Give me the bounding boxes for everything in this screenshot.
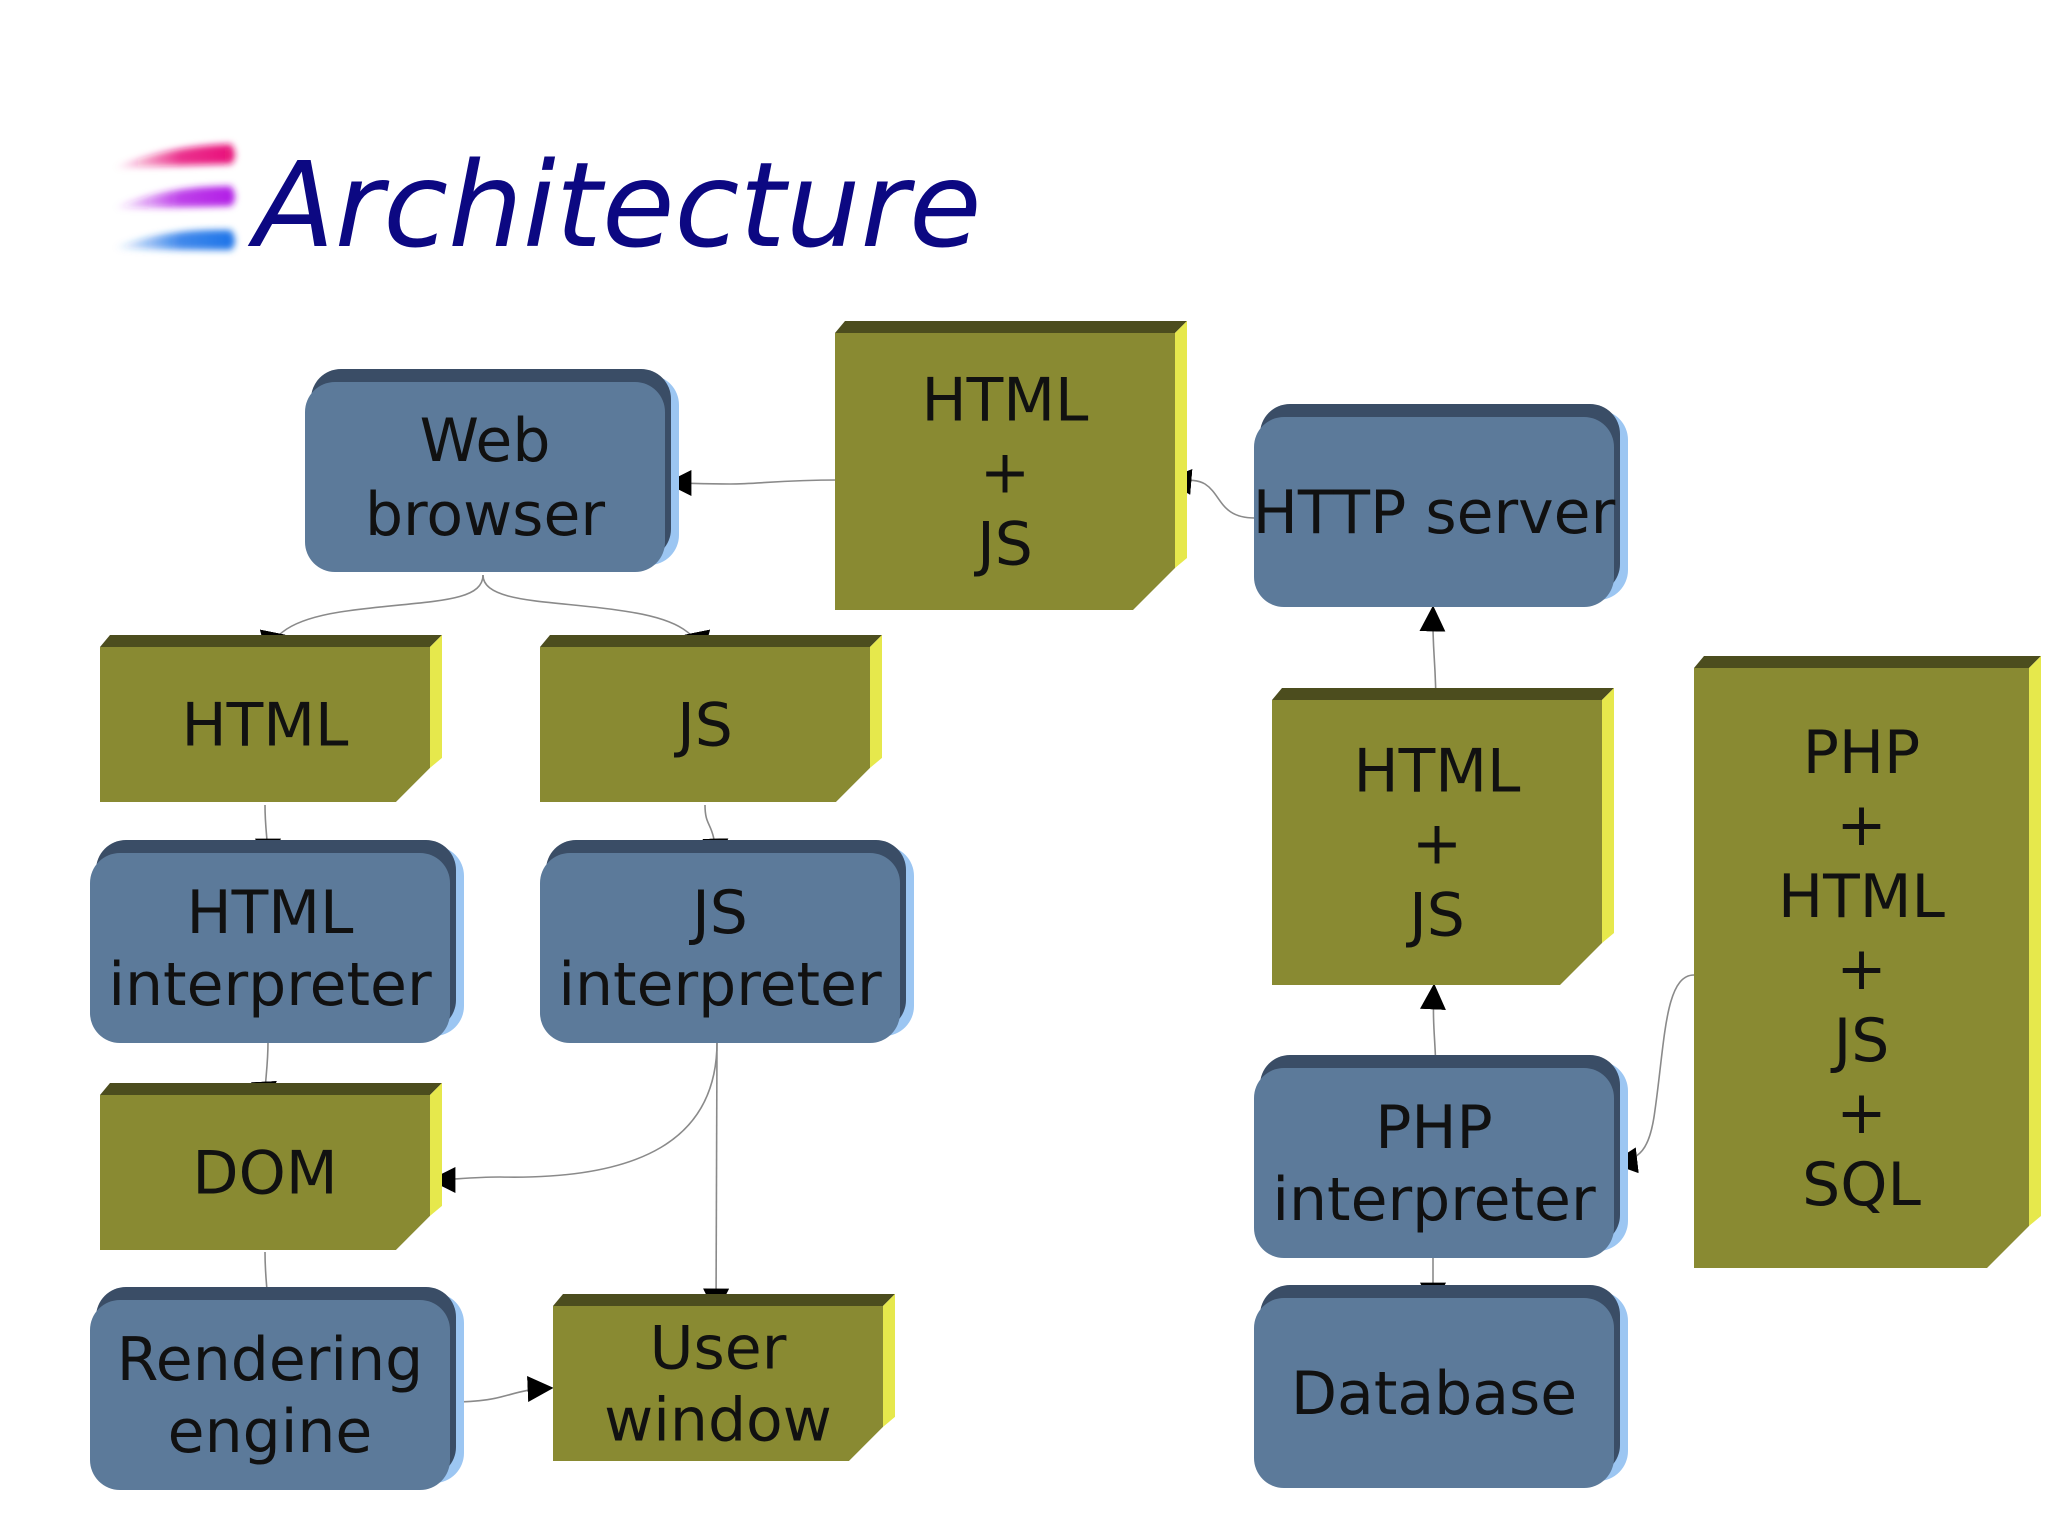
php-bundle-label-line: HTML: [1778, 862, 1946, 932]
rendering-engine-label-line: Rendering: [117, 1325, 423, 1395]
dom-label-line: DOM: [192, 1139, 337, 1209]
arrow-jsinterp-to-dom: [429, 1041, 718, 1193]
rendering-engine-label-line: engine: [168, 1397, 373, 1467]
js-interpreter-label-line: interpreter: [558, 950, 882, 1020]
web-browser-label-line: browser: [365, 480, 605, 550]
php-bundle-label-line: PHP: [1803, 718, 1920, 788]
node-html-js-top: HTML+JS: [835, 321, 1187, 610]
slide-title: Architecture: [254, 136, 982, 274]
arrow-htmljs-to-browser: [665, 470, 839, 497]
node-http-server: HTTP server: [1253, 404, 1628, 607]
html-js-mid-label-line: JS: [1405, 881, 1465, 951]
title-bullet-logo: [113, 144, 235, 250]
php-interpreter-label-line: PHP: [1375, 1093, 1492, 1163]
user-window-label-line: window: [604, 1386, 832, 1456]
php-interpreter-label-line: interpreter: [1272, 1165, 1596, 1235]
php-bundle-label-line: +: [1836, 790, 1886, 860]
arrow-phpbundle-to-phpinterp: [1611, 974, 1695, 1174]
user-window-label-line: User: [650, 1314, 787, 1384]
php-bundle-label-line: +: [1836, 934, 1886, 1004]
php-bundle-label-line: +: [1836, 1078, 1886, 1148]
html-js-top-label-line: HTML: [922, 366, 1090, 436]
node-html-doc: HTML: [100, 635, 442, 802]
html-doc-label-line: HTML: [182, 691, 350, 761]
js-interpreter-label-line: JS: [688, 878, 748, 948]
node-dom: DOM: [100, 1083, 442, 1250]
html-js-top-label-line: +: [980, 438, 1030, 508]
web-browser-label-line: Web: [420, 406, 551, 476]
html-js-top-label-line: JS: [973, 510, 1033, 580]
js-doc-label-line: JS: [673, 691, 733, 761]
html-interpreter-label-line: interpreter: [108, 950, 432, 1020]
html-js-mid-label-line: HTML: [1354, 737, 1522, 807]
http-server-label-line: HTTP server: [1253, 478, 1616, 548]
node-html-js-mid: HTML+JS: [1272, 688, 1614, 985]
arrow-rendering-to-userwindow: [449, 1376, 554, 1403]
php-bundle-label-line: SQL: [1802, 1150, 1921, 1220]
database-label-line: Database: [1291, 1359, 1577, 1429]
html-interpreter-label-line: HTML: [187, 878, 355, 948]
node-php-bundle: PHP+HTML+JS+SQL: [1694, 656, 2041, 1268]
node-js-doc: JS: [540, 635, 882, 802]
html-js-mid-label-line: +: [1412, 809, 1462, 879]
arrow-jsinterp-to-userwindow: [703, 1041, 730, 1315]
php-bundle-label-line: JS: [1830, 1006, 1890, 1076]
node-database: Database: [1254, 1285, 1628, 1488]
